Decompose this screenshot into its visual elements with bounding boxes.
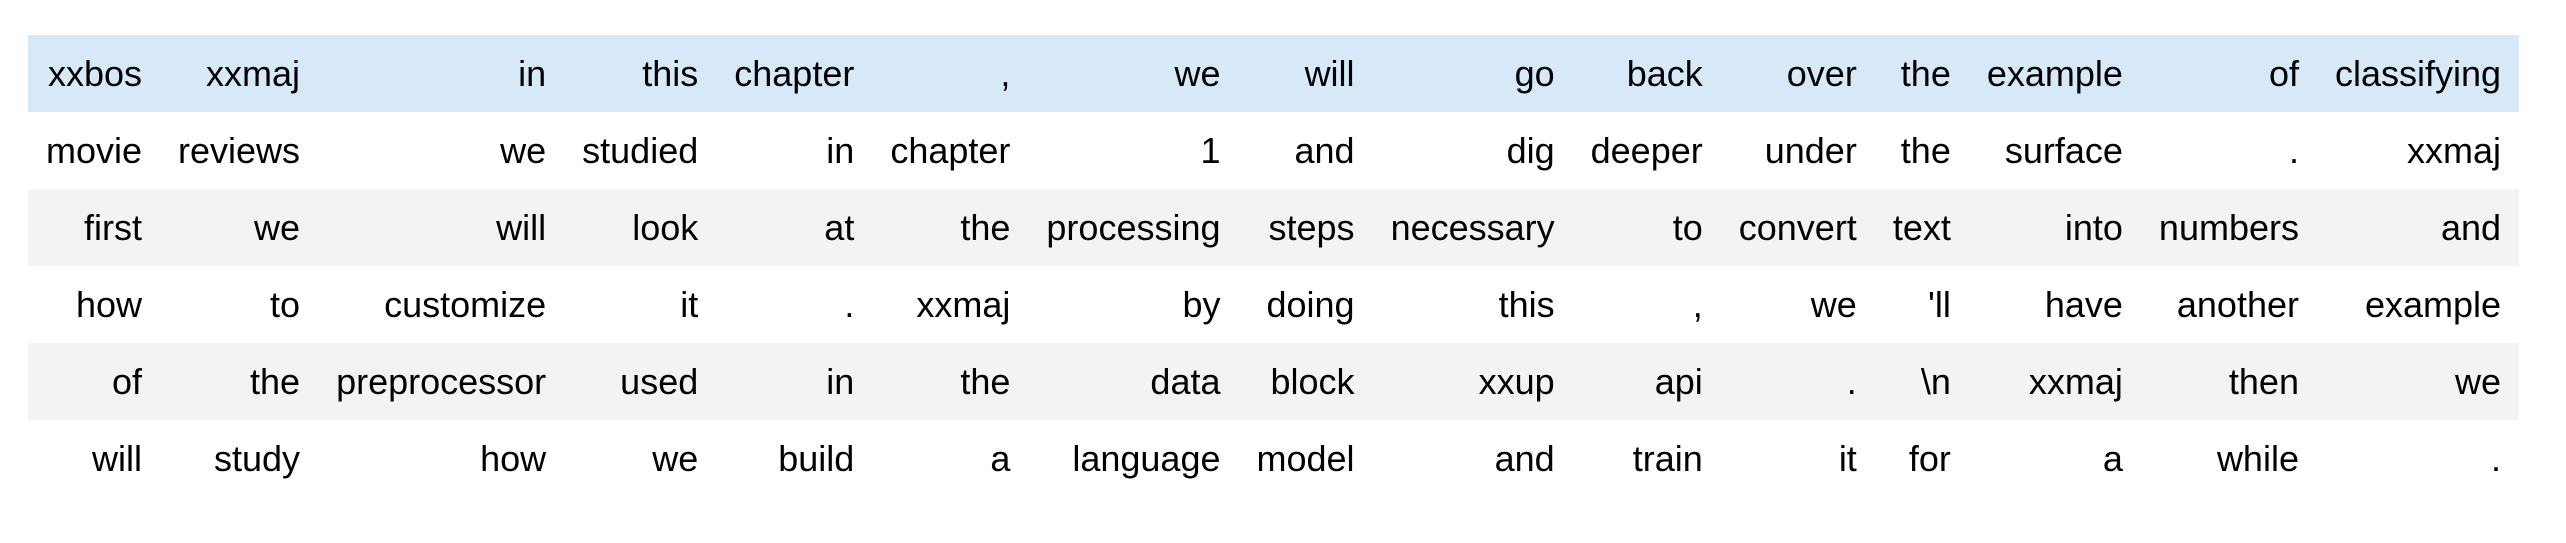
- token-cell: 'll: [1874, 266, 1969, 343]
- token-cell: look: [564, 189, 717, 266]
- token-cell: this: [1372, 266, 1573, 343]
- token-cell: study: [160, 420, 319, 497]
- token-cell: will: [28, 420, 161, 497]
- token-cell: to: [160, 266, 319, 343]
- token-cell: and: [1372, 420, 1573, 497]
- token-cell: deeper: [1572, 112, 1721, 189]
- token-cell: this: [564, 35, 717, 112]
- token-cell: in: [716, 343, 873, 420]
- token-cell: studied: [564, 112, 717, 189]
- token-cell: xxup: [1372, 343, 1573, 420]
- token-cell: it: [564, 266, 717, 343]
- token-cell: will: [1238, 35, 1373, 112]
- token-cell: in: [318, 35, 565, 112]
- token-cell: chapter: [716, 35, 873, 112]
- token-cell: have: [1968, 266, 2141, 343]
- token-cell: xxmaj: [2316, 112, 2520, 189]
- token-cell: we: [1028, 35, 1239, 112]
- token-cell: under: [1720, 112, 1875, 189]
- token-cell: used: [564, 343, 717, 420]
- token-cell: will: [318, 189, 565, 266]
- token-cell: chapter: [872, 112, 1029, 189]
- token-cell: api: [1572, 343, 1721, 420]
- token-cell: we: [564, 420, 717, 497]
- token-cell: .: [716, 266, 873, 343]
- token-cell: the: [1874, 112, 1969, 189]
- token-cell: then: [2140, 343, 2317, 420]
- token-cell: xxmaj: [1968, 343, 2141, 420]
- token-cell: another: [2140, 266, 2317, 343]
- token-cell: classifying: [2316, 35, 2520, 112]
- token-cell: xxbos: [28, 35, 161, 112]
- token-cell: ,: [872, 35, 1029, 112]
- token-cell: how: [28, 266, 161, 343]
- token-cell: surface: [1968, 112, 2141, 189]
- token-cell: necessary: [1372, 189, 1573, 266]
- token-cell: 1: [1028, 112, 1239, 189]
- token-cell: block: [1238, 343, 1373, 420]
- token-cell: while: [2140, 420, 2317, 497]
- token-cell: ,: [1572, 266, 1721, 343]
- token-cell: xxmaj: [160, 35, 319, 112]
- token-cell: steps: [1238, 189, 1373, 266]
- token-cell: and: [1238, 112, 1373, 189]
- token-cell: over: [1720, 35, 1875, 112]
- token-cell: text: [1874, 189, 1969, 266]
- token-cell: for: [1874, 420, 1969, 497]
- token-cell: \n: [1874, 343, 1969, 420]
- token-cell: convert: [1720, 189, 1875, 266]
- token-cell: how: [318, 420, 565, 497]
- token-cell: back: [1572, 35, 1721, 112]
- token-cell: data: [1028, 343, 1239, 420]
- token-cell: we: [2316, 343, 2520, 420]
- token-cell: a: [872, 420, 1029, 497]
- token-cell: build: [716, 420, 873, 497]
- token-cell: model: [1238, 420, 1373, 497]
- token-cell: the: [872, 343, 1029, 420]
- token-cell: at: [716, 189, 873, 266]
- token-cell: into: [1968, 189, 2141, 266]
- token-cell: the: [872, 189, 1029, 266]
- token-cell: .: [2316, 420, 2520, 497]
- token-cell: example: [2316, 266, 2520, 343]
- token-cell: train: [1572, 420, 1721, 497]
- token-cell: preprocessor: [318, 343, 565, 420]
- token-cell: xxmaj: [872, 266, 1029, 343]
- token-cell: it: [1720, 420, 1875, 497]
- token-cell: and: [2316, 189, 2520, 266]
- token-cell: in: [716, 112, 873, 189]
- token-cell: of: [28, 343, 161, 420]
- token-cell: the: [160, 343, 319, 420]
- token-cell: .: [2140, 112, 2317, 189]
- token-cell: go: [1372, 35, 1573, 112]
- token-cell: example: [1968, 35, 2141, 112]
- token-cell: the: [1874, 35, 1969, 112]
- token-cell: movie: [28, 112, 161, 189]
- token-cell: .: [1720, 343, 1875, 420]
- token-cell: by: [1028, 266, 1239, 343]
- token-cell: numbers: [2140, 189, 2317, 266]
- token-cell: doing: [1238, 266, 1373, 343]
- token-cell: we: [160, 189, 319, 266]
- token-cell: dig: [1372, 112, 1573, 189]
- token-cell: to: [1572, 189, 1721, 266]
- token-cell: reviews: [160, 112, 319, 189]
- token-cell: language: [1028, 420, 1239, 497]
- token-cell: a: [1968, 420, 2141, 497]
- token-cell: we: [318, 112, 565, 189]
- token-cell: first: [28, 189, 161, 266]
- token-cell: customize: [318, 266, 565, 343]
- token-cell: processing: [1028, 189, 1239, 266]
- token-cell: we: [1720, 266, 1875, 343]
- token-cell: of: [2140, 35, 2317, 112]
